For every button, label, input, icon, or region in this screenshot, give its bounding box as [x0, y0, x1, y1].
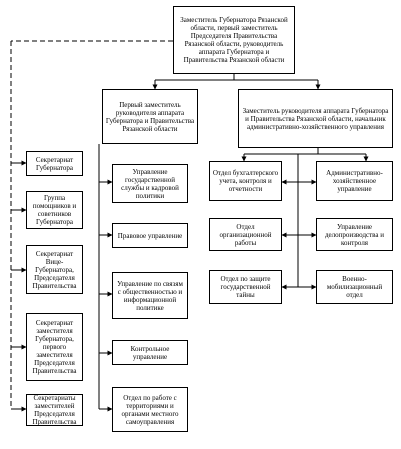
unit-box-2: Правовое управление	[112, 223, 188, 248]
unit-box-5: Отдел по работе с территориями и органам…	[112, 387, 188, 432]
secretariat-box-1: Секретариат Губернатора	[26, 151, 83, 176]
deputy-head-text: Заместитель руководителя аппарата Губерн…	[242, 106, 389, 131]
secretariat-box-3: Секретариат Вице-Губернатора, Председате…	[26, 245, 83, 294]
unit-text: Правовое управление	[117, 231, 183, 240]
department-text: Военно-мобилизационный отдел	[326, 275, 383, 299]
unit-box-1: Управление государственной службы и кадр…	[112, 164, 188, 203]
unit-text: Отдел по работе с территориями и органам…	[121, 393, 179, 426]
first-deputy-text: Первый заместитель руководителя аппарата…	[105, 100, 195, 133]
secretariat-text: Секретариат заместителя Губернатора, пер…	[32, 319, 77, 375]
unit-box-4: Контрольное управление	[112, 340, 188, 365]
department-text: Отдел по защите государственной тайны	[220, 275, 271, 299]
deputy-head-box: Заместитель руководителя аппарата Губерн…	[238, 89, 393, 148]
accounting-box: Отдел бухгалтерского учета, контроля и о…	[209, 161, 282, 201]
department-text: Административно-хозяйственное управление	[326, 169, 383, 193]
governor-text: Заместитель Губернатора Рязанской област…	[180, 16, 288, 64]
secretariat-box-4: Секретариат заместителя Губернатора, пер…	[26, 313, 83, 381]
secretariat-box-5: Секретариаты заместителей Председателя П…	[26, 394, 83, 426]
unit-text: Контрольное управление	[130, 344, 170, 361]
department-text: Отдел организационной работы	[219, 222, 272, 247]
unit-box-3: Управление по связям с общественностью и…	[112, 272, 188, 319]
org-work-box: Отдел организационной работы	[209, 218, 282, 251]
first-deputy-box: Первый заместитель руководителя аппарата…	[102, 89, 198, 144]
secrecy-box: Отдел по защите государственной тайны	[209, 270, 282, 304]
unit-text: Управление по связям с общественностью и…	[117, 279, 183, 312]
department-text: Управление делопроизводства и контроля	[324, 222, 385, 247]
admin-dept-box: Административно-хозяйственное управление	[316, 161, 393, 201]
secretariat-text: Секретариат Губернатора	[35, 155, 74, 172]
department-text: Отдел бухгалтерского учета, контроля и о…	[212, 169, 279, 193]
governor-box: Заместитель Губернатора Рязанской област…	[173, 6, 295, 74]
secretariat-text: Секретариаты заместителей Председателя П…	[32, 394, 77, 426]
military-box: Военно-мобилизационный отдел	[316, 270, 393, 304]
secretariat-box-2: Группа помощников и советников Губернато…	[26, 191, 83, 229]
secretariat-text: Группа помощников и советников Губернато…	[32, 194, 77, 226]
records-box: Управление делопроизводства и контроля	[316, 218, 393, 251]
secretariat-text: Секретариат Вице-Губернатора, Председате…	[32, 249, 77, 290]
unit-text: Управление государственной службы и кадр…	[121, 167, 179, 200]
